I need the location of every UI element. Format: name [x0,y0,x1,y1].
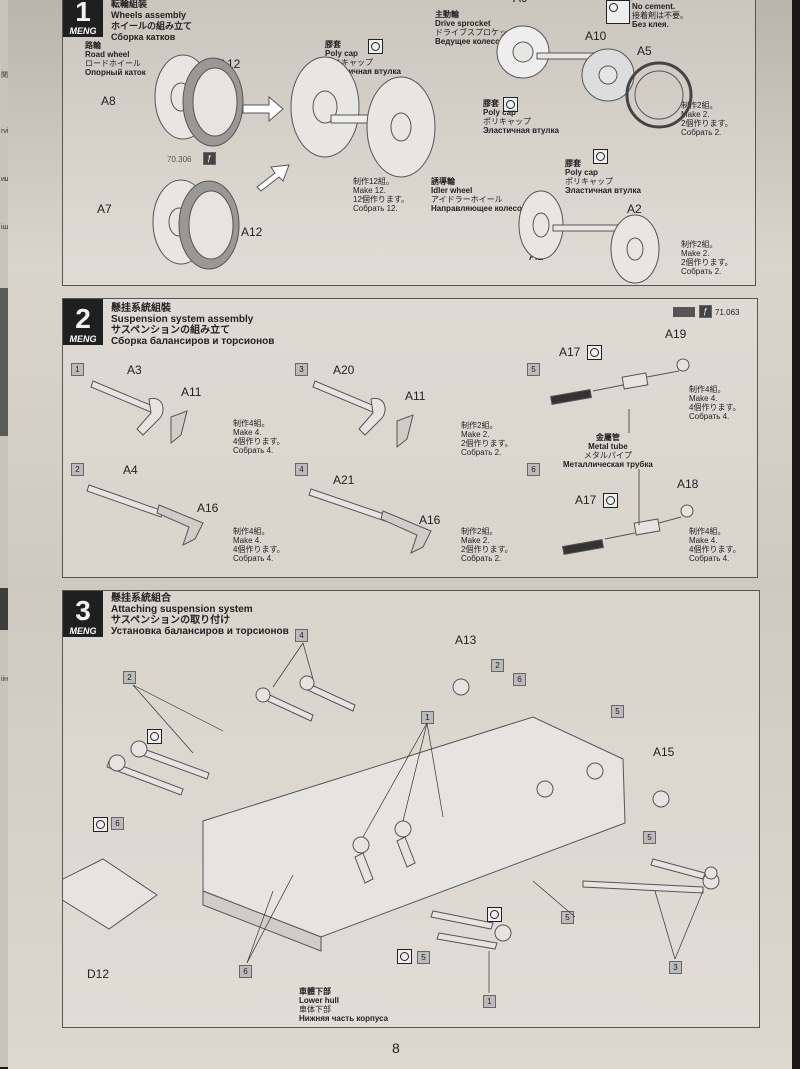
step-number: 1 [63,0,103,27]
poly-cap-label: 膠套 Poly cap ポリキャップ Эластичная втулка [325,40,401,76]
step2-drawings [86,358,694,555]
substep-marker: 4 [295,463,308,476]
no-cement-icon [147,729,162,744]
step-number: 2 [63,299,103,339]
drive-sprocket-label: 主動輪 Drive sprocket ドライブスプロケット Ведущее ко… [435,10,515,46]
left-page-text: ише [1,176,14,183]
step-title: 懸挂系統組裝 Suspension system assembly サスペンショ… [111,303,275,347]
part-label: A13 [455,633,477,647]
callout-marker: 2 [491,659,504,672]
callout-marker: 6 [111,817,124,830]
make12-note: 制作12組。 Make 12. 12個作ります。 Собрать 12. [353,177,410,213]
poly-cap-label: 膠套 Poly cap ポリキャップ Эластичная втулка [483,99,559,135]
poly-cap-icon [368,39,383,54]
part-label: A20 [333,363,355,377]
arrow-icon [242,95,284,123]
make2-note: 制作2組。 Make 2. 2個作ります。 Собрать 2. [681,101,733,137]
callout-marker: 4 [295,629,308,642]
make4-note: 制作4組。 Make 4. 4個作ります。 Собрать 4. [689,385,741,421]
callout-marker: 1 [421,711,434,724]
part-label: A4 [123,463,138,477]
left-page-text: ііно. [1,676,14,683]
callout-marker: 1 [483,995,496,1008]
front-plate-drawing [63,858,158,930]
step2-panel: 2 MENG 懸挂系統組裝 Suspension system assembly… [62,298,758,578]
lower-hull-label: 車體下部 Lower hull 車体下部 Нижняя часть корпус… [299,987,389,1023]
part-label: A11 [405,389,426,403]
part-label: A7 [97,202,112,216]
callout-marker: 5 [417,951,430,964]
page-number: 8 [392,1040,400,1056]
step1-panel: 1 MENG 転輪組装 Wheels assembly ホイールの組み立て Сб… [62,0,756,286]
no-cement-note: No cement. 接着剤は不要。 Без клея. [632,2,688,29]
make2-note: 制作2組。 Make 2. 2個作ります。 Собрать 2. [461,421,513,457]
callout-marker: 6 [513,673,526,686]
callout-marker: 6 [239,965,252,978]
road-wheel-label: 路輪 Road wheel ロードホイール Опорный каток [85,41,146,77]
part-label: A16 [419,513,441,527]
make2-note: 制作2組。 Make 2. 2個作ります。 Собрать 2. [681,240,733,276]
part-label: A18 [677,477,699,491]
callout-marker: 5 [643,831,656,844]
part-label: D12 [87,967,110,981]
paint-code: 70.306 [167,155,192,164]
no-cement-icon [587,345,602,360]
callout-marker: 5 [561,911,574,924]
part-label: A15 [653,745,675,759]
no-cement-icon [397,949,412,964]
substep-marker: 6 [527,463,540,476]
paint-brush-icon: ƒ [699,305,712,318]
part-label: A5 [637,44,652,58]
step-title: 転輪組装 Wheels assembly ホイールの組み立て Сборка ка… [111,0,193,42]
arrow-icon [256,164,290,192]
part-label: A19 [665,327,687,341]
meng-logo: MENG [63,25,103,37]
substep-marker: 5 [527,363,540,376]
paint-code: 71.063 [715,308,740,317]
no-cement-icon [487,907,502,922]
part-label: A12 [241,225,263,239]
part-label: A9 [513,0,528,5]
part-label: A11 [181,385,202,399]
step-number: 3 [63,591,103,631]
lower-hull-drawing [202,716,626,938]
no-cement-icon [603,493,618,508]
part-label: A8 [101,94,116,108]
step1-drawings [152,25,693,284]
make4-note: 制作4組。 Make 4. 4個作ります。 Собрать 4. [233,419,285,455]
part-label: A21 [333,473,355,487]
substep-marker: 1 [71,363,84,376]
idler-wheel-label: 誘導輪 Idler wheel アイドラーホイール Направляющее к… [431,177,522,213]
paint-brush-icon: ƒ [203,152,216,165]
part-label: A17 [575,493,597,507]
callout-marker: 3 [669,961,682,974]
part-label: A17 [559,345,581,359]
callout-marker: 5 [611,705,624,718]
make4-note: 制作4組。 Make 4. 4個作ります。 Собрать 4. [689,527,741,563]
poly-cap-label: 膠套 Poly cap ポリキャップ Эластичная втулка [565,159,641,195]
meng-logo: MENG [63,625,103,637]
part-label: A16 [197,501,219,515]
no-cement-icon [93,817,108,832]
part-label: A10 [585,29,607,43]
substep-marker: 3 [295,363,308,376]
metal-tube-label: 金屬管 Metal tube メタルパイプ Металлическая труб… [563,433,653,469]
step3-panel: 3 MENG 懸挂系統組合 Attaching suspension syste… [62,590,760,1028]
callout-marker: 2 [123,671,136,684]
step-title: 懸挂系統組合 Attaching suspension system サスペンシ… [111,593,289,637]
step3-drawings [63,642,720,993]
no-cement-icon [606,0,630,24]
substep-marker: 2 [71,463,84,476]
part-label: A2 [627,202,642,216]
part-label: A3 [127,363,142,377]
meng-logo: MENG [63,333,103,345]
poly-cap-icon [503,97,518,112]
poly-cap-icon [593,149,608,164]
make4-note: 制作4組。 Make 4. 4個作ります。 Собрать 4. [233,527,285,563]
make2-note: 制作2組。 Make 2. 2個作ります。 Собрать 2. [461,527,513,563]
paint-swatch [673,307,695,317]
